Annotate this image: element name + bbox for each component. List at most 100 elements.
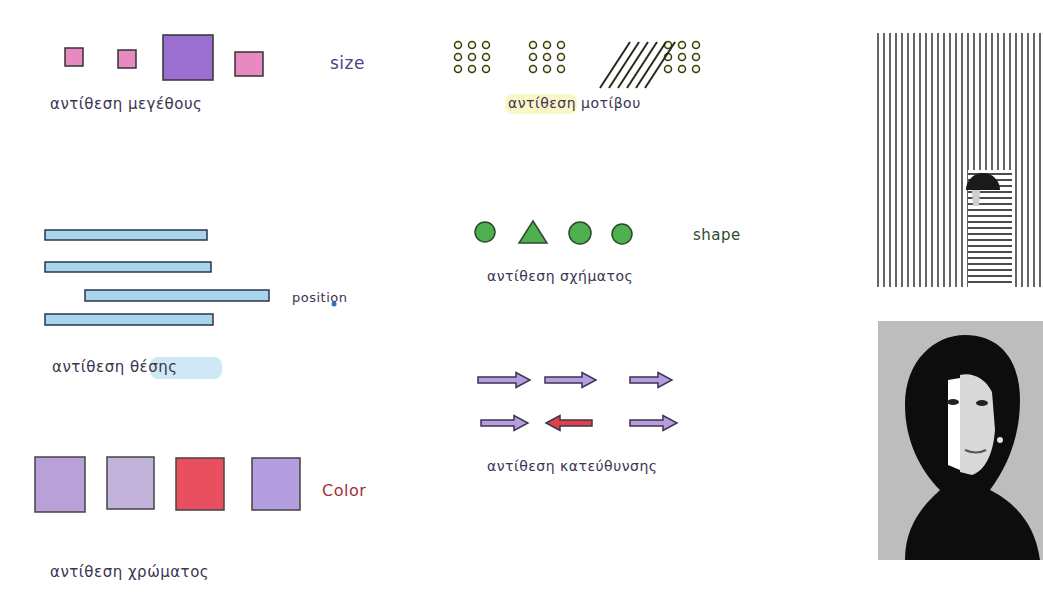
stripe-illustration-part: [968, 251, 1012, 252]
pattern-grids-part: [469, 42, 476, 49]
position-bars-part: [45, 262, 211, 272]
stripe-illustration-part: [919, 33, 920, 287]
direction-arrows-part: [481, 416, 528, 431]
caption-label: shape: [693, 226, 741, 244]
stripe-illustration-part: [968, 269, 1012, 270]
stripe-illustration-part: [966, 173, 1000, 190]
pattern-grids-part: [636, 42, 666, 88]
pattern-grids-part: [469, 66, 476, 73]
pattern-grids-part: [693, 66, 700, 73]
pattern-grids-part: [530, 42, 537, 49]
direction-arrows-part: [546, 416, 592, 431]
stripe-illustration-part: [1033, 33, 1034, 287]
stripe-illustration-part: [949, 33, 950, 287]
pattern-grids-part: [558, 66, 565, 73]
stripe-illustration-part: [895, 33, 896, 287]
pattern-grids-part: [679, 54, 686, 61]
stripe-illustration-part: [931, 33, 932, 287]
caption-label: Color: [322, 481, 366, 500]
pattern-grids-part: [530, 54, 537, 61]
pattern-grids-part: [483, 54, 490, 61]
color-squares-part: [252, 458, 300, 510]
caption-label: αντίθεση μοτίβου: [508, 95, 641, 112]
shape-figures: [475, 221, 632, 244]
pattern-grids-part: [693, 42, 700, 49]
stripe-illustration-part: [875, 33, 1043, 287]
stripe-illustration-part: [968, 239, 1012, 240]
direction-arrows-part: [545, 373, 596, 388]
caption-label: position: [292, 290, 348, 306]
pattern-grids-part: [483, 42, 490, 49]
pattern-grids-part: [483, 66, 490, 73]
portrait-illustration-part: [965, 450, 986, 452]
pattern-grids-part: [558, 42, 565, 49]
caption-label: αντίθεση κατεύθυνσης: [487, 458, 658, 475]
shape-figures-part: [569, 222, 591, 244]
stripe-illustration-part: [968, 257, 1012, 258]
stripe-illustration-part: [883, 33, 884, 287]
shape-figures-part: [519, 221, 547, 243]
portrait-illustration-part: [976, 400, 988, 406]
portrait-illustration-part: [878, 321, 1043, 560]
stripe-illustration-part: [943, 33, 944, 287]
direction-arrows: [478, 373, 677, 431]
position-bars: [45, 230, 337, 325]
portrait-illustration-part: [905, 335, 1040, 560]
size-squares-part: [163, 35, 213, 80]
stripe-illustration-part: [913, 33, 914, 287]
shape-figures-part: [475, 222, 495, 242]
stripe-illustration-part: [937, 33, 938, 287]
position-bars-part: [45, 230, 207, 240]
stripe-illustration-part: [968, 215, 1012, 216]
stripe-illustration-part: [925, 33, 926, 287]
size-squares-part: [65, 48, 83, 66]
stripe-illustration-part: [955, 33, 956, 287]
stripe-illustration-part: [1021, 33, 1022, 287]
stripe-illustration-part: [1039, 33, 1040, 287]
size-squares-part: [235, 52, 263, 76]
stripe-illustration-part: [972, 190, 980, 206]
portrait-illustration-part: [997, 437, 1003, 443]
pattern-grids-part: [455, 42, 462, 49]
position-bars-part: [85, 290, 269, 301]
stripe-illustration-part: [961, 33, 962, 287]
caption-label: size: [330, 53, 365, 73]
pattern-grids-part: [627, 42, 657, 88]
pattern-grids-part: [693, 54, 700, 61]
size-squares: [65, 35, 263, 80]
portrait-illustration: [878, 321, 1043, 560]
size-squares-part: [118, 50, 136, 68]
direction-arrows-part: [630, 416, 677, 431]
color-squares: [35, 457, 300, 512]
stripe-illustration-part: [968, 209, 1012, 210]
pattern-grids-part: [609, 42, 639, 88]
pattern-grids-part: [618, 42, 648, 88]
caption-label: αντίθεση θέσης: [52, 358, 178, 376]
portrait-illustration-part: [948, 378, 960, 470]
pattern-grids-part: [455, 54, 462, 61]
pattern-grids-part: [455, 66, 462, 73]
color-squares-part: [176, 458, 224, 510]
caption-label: αντίθεση χρώματος: [50, 563, 209, 581]
highlight: [150, 94, 577, 379]
stripe-illustration-part: [907, 33, 908, 287]
stripe-illustration-part: [1015, 33, 1016, 287]
stripe-illustration-part: [901, 33, 902, 287]
stripe-illustration-part: [968, 221, 1012, 222]
portrait-illustration-part: [947, 399, 959, 405]
pattern-grids-part: [679, 42, 686, 49]
pattern-grids-part: [544, 66, 551, 73]
pattern-grids-part: [544, 54, 551, 61]
pattern-grids-part: [469, 54, 476, 61]
stripe-illustration-part: [889, 33, 890, 287]
stripe-illustration-part: [968, 263, 1012, 264]
color-squares-part: [35, 457, 85, 512]
pattern-grids-part: [679, 66, 686, 73]
caption-label: αντίθεση μεγέθους: [50, 95, 202, 113]
pattern-grids-part: [558, 54, 565, 61]
stripe-illustration-part: [1027, 33, 1028, 287]
stripe-illustration-part: [968, 275, 1012, 276]
pattern-grids-part: [530, 66, 537, 73]
